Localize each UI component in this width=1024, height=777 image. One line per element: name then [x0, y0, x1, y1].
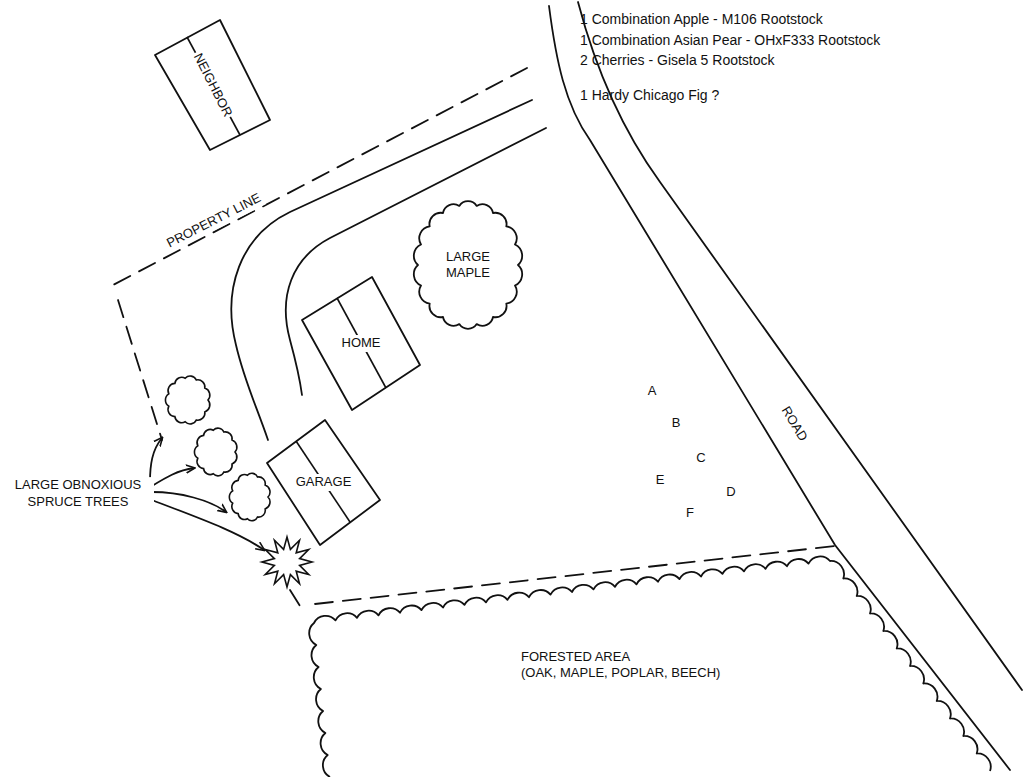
spruce-tree: [229, 473, 270, 521]
neighbor-house: NEIGHBOR: [153, 18, 273, 152]
planting-spot: D: [724, 484, 737, 501]
forested-area: FORESTED AREA(OAK, MAPLE, POPLAR, BEECH): [300, 545, 1024, 777]
road-label: ROAD: [776, 402, 812, 446]
spruce-callout: LARGE OBNOXIOUS SPRUCE TREES: [2, 477, 154, 511]
planting-note: 1 Hardy Chicago Fig ?: [580, 86, 719, 104]
property-line: [113, 68, 527, 285]
species-list: (OAK, MAPLE, POPLAR, BEECH): [521, 665, 720, 681]
garage-building: GARAGE: [265, 418, 382, 547]
building-outline: [267, 420, 380, 545]
building-outline: [302, 277, 420, 410]
property-line: [118, 300, 162, 440]
property-line: [315, 546, 835, 604]
planting-spot: E: [654, 472, 667, 489]
area-name: FORESTED AREA: [521, 649, 720, 665]
leader-arrow: [150, 438, 162, 482]
spruce-tree: [262, 537, 312, 587]
leader-arrow: [152, 492, 226, 512]
property-line: [290, 590, 300, 606]
planting-note: 1 Combination Apple - M106 Rootstock: [580, 10, 823, 28]
planting-spot: B: [670, 415, 683, 432]
node-label: HOME: [340, 335, 383, 351]
roof-ridge: [187, 37, 240, 135]
leader-arrow: [152, 500, 264, 550]
home-building: HOME: [300, 275, 422, 412]
leader-arrow: [152, 468, 194, 486]
planting-spot: F: [684, 505, 696, 522]
forest-edge: [309, 556, 991, 777]
spruce-tree: [194, 428, 236, 476]
node-label: LARGE MAPLE: [435, 249, 501, 282]
node-text-wrap: GARAGE: [265, 418, 382, 547]
property-line-label: PROPERTY LINE: [162, 189, 266, 253]
node-text-wrap: HOME: [300, 275, 422, 412]
planting-spot: C: [694, 450, 707, 467]
planting-spot: A: [646, 383, 659, 400]
spruce-tree: [165, 376, 209, 424]
node-text-wrap: LARGE MAPLE: [410, 198, 526, 332]
maple-tree: LARGE MAPLE: [410, 198, 526, 332]
node-text-wrap: NEIGHBOR: [153, 18, 273, 152]
node-label: GARAGE: [294, 474, 354, 490]
forest-text: FORESTED AREA(OAK, MAPLE, POPLAR, BEECH): [521, 649, 720, 682]
driveway-edge: [231, 100, 532, 440]
building-outline: [155, 20, 270, 150]
node-label: NEIGHBOR: [189, 49, 237, 122]
planting-note: 2 Cherries - Gisela 5 Rootstock: [580, 51, 775, 69]
planting-note: 1 Combination Asian Pear - OHxF333 Roots…: [580, 31, 880, 49]
driveway-edge: [286, 128, 546, 395]
canopy-outline: [414, 201, 522, 329]
road-edge: [578, 2, 1022, 690]
roof-ridge: [337, 298, 386, 388]
